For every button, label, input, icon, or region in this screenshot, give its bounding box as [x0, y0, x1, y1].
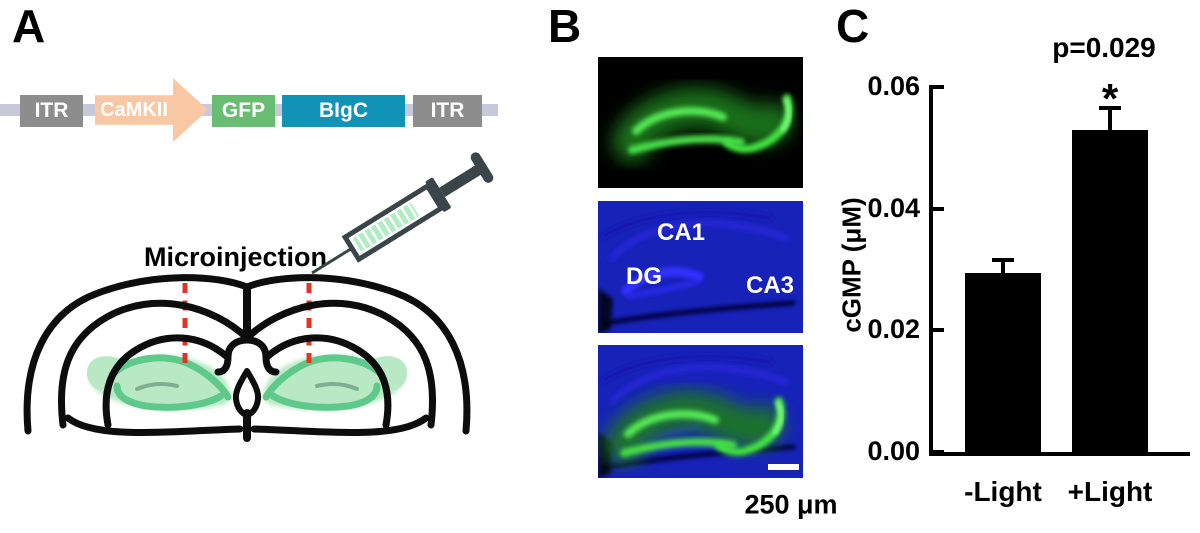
error-bar-stem — [1108, 108, 1112, 138]
brain-injection-illustration — [23, 152, 494, 442]
syringe-icon — [311, 152, 494, 275]
region-label-dg: DG — [626, 263, 662, 290]
inner-contour-right — [264, 334, 392, 429]
injection-tracks — [182, 283, 312, 368]
microinjection-label: Microinjection — [144, 242, 328, 272]
merged-green-structure — [624, 401, 781, 453]
dapi-fluorescence-image — [598, 201, 803, 333]
error-bar-stem — [1001, 260, 1005, 281]
scale-bar — [768, 464, 799, 470]
scale-bar-label: 250 μm — [744, 489, 838, 520]
construct-itr-left: ITR — [20, 95, 83, 127]
brain-coronal-section-drawing — [23, 274, 471, 442]
bar — [965, 272, 1041, 454]
merged-fluorescence-image — [598, 345, 803, 478]
third-ventricle — [232, 368, 262, 418]
y-tick — [933, 85, 944, 89]
fornix-arch — [214, 336, 280, 376]
p-value-annotation: p=0.029 — [1052, 32, 1156, 63]
y-tick — [933, 206, 944, 211]
construct-camkii-label: CaMKII — [100, 98, 168, 121]
y-tick-label: 0.06 — [867, 71, 920, 101]
error-bar-cap — [1099, 106, 1121, 111]
construct-gfp-box: GFP — [212, 95, 275, 127]
x-tick-label: +Light — [1067, 476, 1153, 507]
gfp-fluorescence-image — [598, 57, 803, 188]
dapi-hippocampus-bands — [598, 210, 796, 333]
x-tick-label: -Light — [964, 476, 1042, 507]
region-label-ca3: CA3 — [745, 272, 795, 299]
bar — [1072, 129, 1148, 454]
y-tick — [933, 450, 944, 454]
y-tick-label: 0.02 — [867, 314, 920, 345]
panel-a-letter: A — [12, 0, 45, 52]
construct-bigc-box: BIgC — [282, 95, 405, 127]
inner-contour-left — [102, 334, 230, 429]
y-tick — [933, 328, 944, 333]
region-label-ca1: CA1 — [656, 219, 706, 246]
thalamus-lower-curve-right — [250, 414, 430, 436]
construct-itr-right: ITR — [413, 95, 482, 127]
y-axis — [929, 85, 933, 456]
panel-c-letter: C — [836, 0, 869, 52]
construct-camkii-promoter-arrow: CaMKII — [95, 78, 208, 142]
y-tick-label: 0.04 — [867, 192, 920, 223]
y-tick-label: 0.00 — [867, 436, 920, 466]
gfp-hippocampus-structure — [612, 87, 793, 162]
panel-b-letter: B — [548, 0, 581, 52]
error-bar-cap — [992, 258, 1014, 263]
x-axis — [929, 452, 1190, 456]
thalamus-lower-curve-left — [64, 414, 244, 436]
syringe-graduations — [356, 203, 418, 250]
